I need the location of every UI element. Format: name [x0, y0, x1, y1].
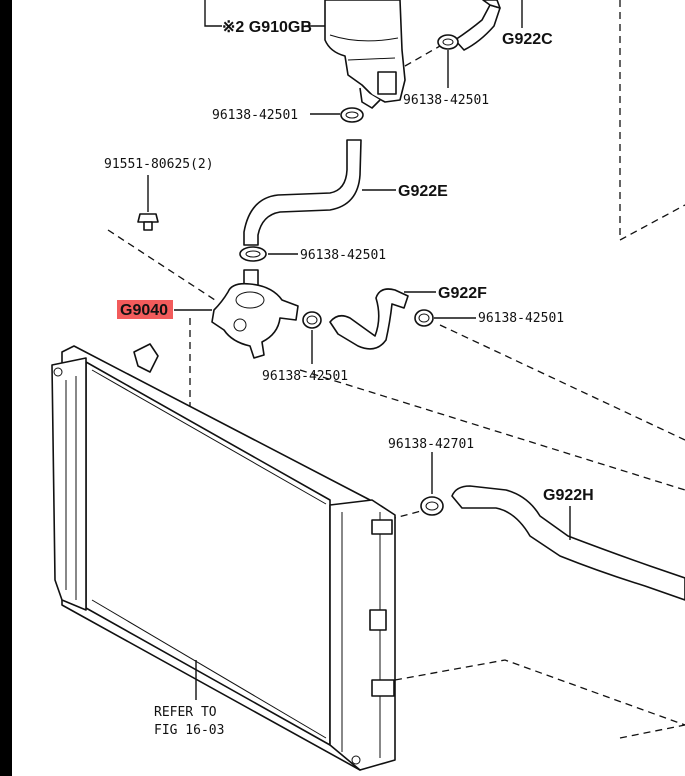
- clamp-mid: [239, 246, 267, 262]
- label-g9040: G9040: [120, 302, 168, 319]
- label-g9040-highlight: [117, 300, 173, 319]
- refer-note-line1: REFER TO: [154, 705, 217, 720]
- label-clamp-right: 96138-42501: [478, 311, 564, 326]
- hose-g922e: [243, 139, 362, 246]
- label-clamp-mid: 96138-42501: [300, 248, 386, 263]
- label-g910gb: ※2 G910GB: [222, 19, 312, 36]
- label-g922e: G922E: [398, 183, 448, 200]
- label-clamp-top-right: 96138-42501: [403, 93, 489, 108]
- label-bolt: 91551-80625(2): [104, 157, 214, 172]
- hose-g922f: [329, 288, 409, 350]
- label-clamp-top-left: 96138-42501: [212, 108, 298, 123]
- clamp-pump: [302, 311, 322, 329]
- water-pump: [211, 269, 299, 359]
- label-g922h: G922H: [543, 487, 594, 504]
- label-g922f: G922F: [438, 285, 487, 302]
- hose-g922h: [451, 485, 685, 601]
- clamp-right: [414, 309, 434, 327]
- reservoir-tank: [324, 0, 406, 109]
- clamp-top-left: [340, 107, 364, 123]
- refer-note-line2: FIG 16-03: [154, 723, 224, 738]
- bolt: [137, 213, 159, 231]
- left-border: [0, 0, 12, 776]
- label-g922c: G922C: [502, 31, 553, 48]
- label-clamp-pump: 96138-42501: [262, 369, 348, 384]
- label-clamp-lower: 96138-42701: [388, 437, 474, 452]
- radiator: [51, 343, 396, 771]
- hose-g922c: [454, 0, 501, 51]
- clamp-lower: [420, 496, 444, 516]
- clamp-top-right: [437, 34, 459, 50]
